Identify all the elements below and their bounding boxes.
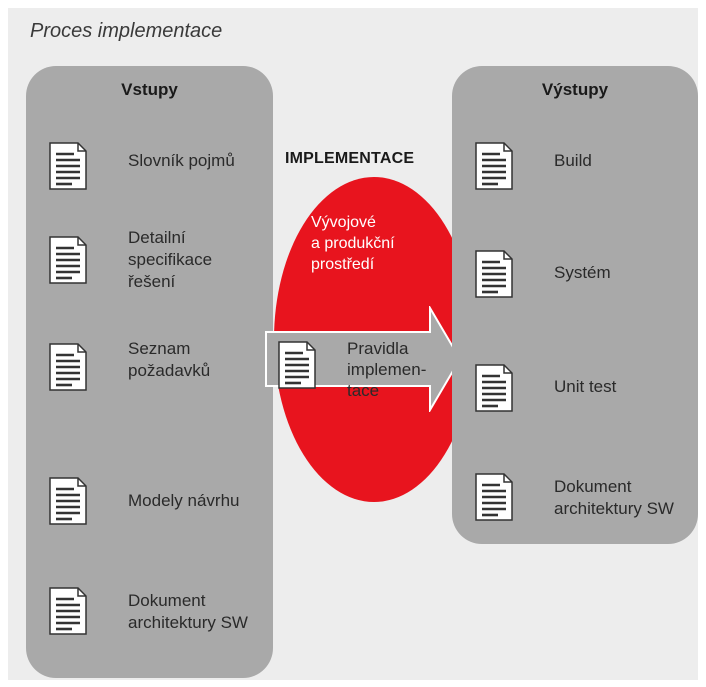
environment-label: Vývojové a produkční prostředí — [311, 214, 395, 273]
diagram-title: Proces implementace — [30, 20, 223, 42]
output-item: Build — [452, 136, 698, 216]
input-item: Dokument architektury SW — [26, 584, 273, 664]
document-icon — [48, 141, 88, 191]
inputs-panel: Vstupy Slovník pojmů Detailní specifikac… — [26, 66, 273, 678]
outputs-panel: Výstupy Build Systém Unit test Dokument … — [452, 66, 698, 544]
document-icon — [474, 249, 514, 299]
input-item: Detailní specifikace řešení — [26, 218, 273, 298]
input-item: Modely návrhu — [26, 476, 273, 556]
input-label: Dokument architektury SW — [128, 591, 248, 632]
input-item: Slovník pojmů — [26, 136, 273, 216]
document-icon — [48, 476, 88, 526]
output-label: Systém — [554, 263, 611, 282]
output-label: Unit test — [554, 377, 617, 396]
output-item: Systém — [452, 246, 698, 326]
rules-label: Pravidla implemen- tace — [347, 339, 427, 400]
document-icon — [48, 586, 88, 636]
input-label: Seznam požadavků — [128, 339, 211, 380]
output-label: Dokument architektury SW — [554, 477, 674, 518]
document-icon — [48, 342, 88, 392]
document-icon — [48, 235, 88, 285]
input-item: Seznam požadavků — [26, 334, 273, 414]
input-label: Modely návrhu — [128, 491, 240, 510]
input-label: Detailní specifikace řešení — [128, 228, 213, 291]
document-icon — [474, 141, 514, 191]
document-icon — [277, 340, 317, 390]
output-label: Build — [554, 151, 592, 170]
document-icon — [474, 472, 514, 522]
output-item: Unit test — [452, 360, 698, 440]
document-icon — [474, 363, 514, 413]
inputs-heading: Vstupy — [121, 80, 178, 99]
input-label: Slovník pojmů — [128, 151, 235, 170]
implementation-heading: IMPLEMENTACE — [285, 150, 415, 167]
output-item: Dokument architektury SW — [452, 470, 698, 550]
outputs-heading: Výstupy — [541, 80, 609, 99]
